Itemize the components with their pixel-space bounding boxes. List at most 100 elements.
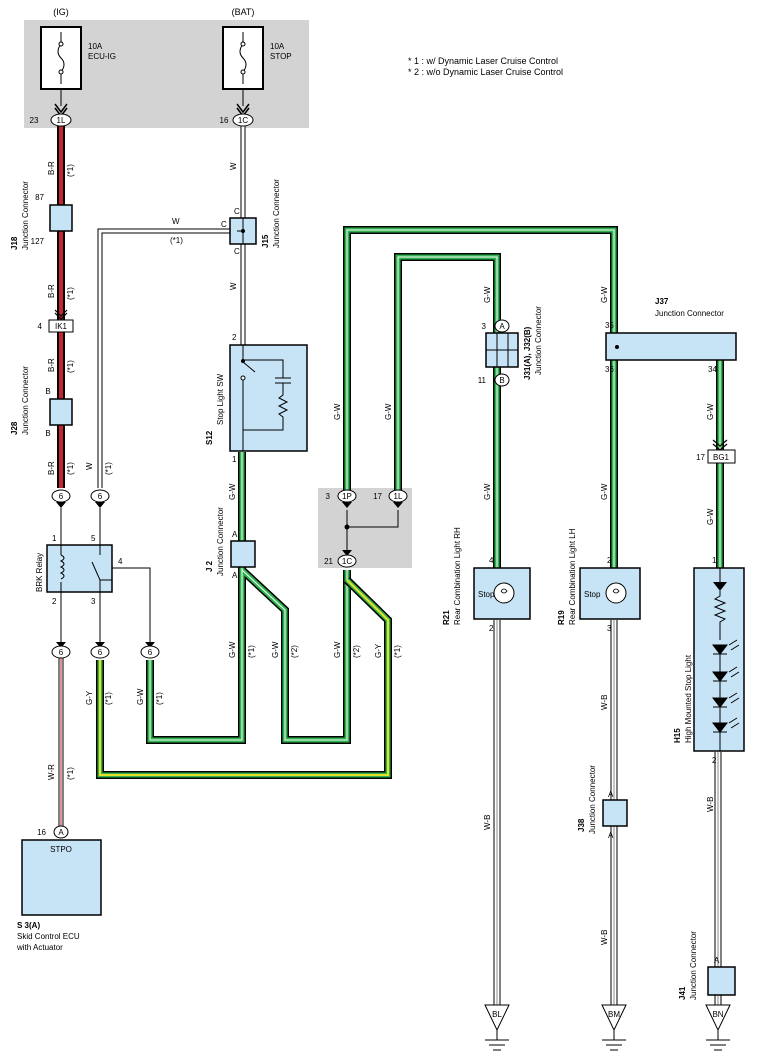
svg-text:J31(A), J32(B): J31(A), J32(B) [523, 326, 532, 380]
svg-text:3: 3 [482, 322, 487, 331]
svg-text:G-W: G-W [136, 688, 145, 705]
svg-text:A: A [608, 790, 614, 799]
connector-bg1: 17 BG1 [696, 439, 736, 464]
svg-text:87: 87 [35, 193, 44, 202]
svg-text:G-W: G-W [333, 403, 342, 420]
svg-text:3: 3 [91, 597, 96, 606]
svg-text:6: 6 [98, 648, 103, 657]
wire-labels-right: G-W G-W G-W G-W G-W G-W W-B W-B W-B W-B [483, 286, 715, 945]
svg-text:J28: J28 [10, 421, 19, 435]
svg-text:1P: 1P [342, 492, 352, 501]
svg-text:10A: 10A [270, 42, 285, 51]
svg-text:G-W: G-W [706, 508, 715, 525]
svg-text:B: B [45, 387, 50, 396]
svg-text:1C: 1C [238, 116, 248, 125]
svg-text:G-W: G-W [228, 641, 237, 658]
wire-labels-lower-left: G-Y (*1) G-W (*1) [85, 688, 164, 705]
svg-text:J41: J41 [678, 986, 687, 1000]
svg-text:B-R: B-R [47, 358, 56, 372]
svg-text:G-W: G-W [600, 483, 609, 500]
svg-text:10A: 10A [88, 42, 103, 51]
svg-text:Skid Control ECU: Skid Control ECU [17, 932, 80, 941]
svg-text:35: 35 [605, 321, 614, 330]
svg-text:(*1): (*1) [66, 360, 75, 373]
wire-w-b [493, 620, 722, 1005]
svg-text:36: 36 [605, 365, 614, 374]
svg-text:1L: 1L [394, 492, 403, 501]
connectors-6-top: 6 6 [51, 489, 110, 508]
svg-text:21: 21 [324, 557, 333, 566]
connector-ik1: IK1 4 [38, 309, 74, 333]
svg-text:B-R: B-R [47, 461, 56, 475]
junction-j41: A J41 Junction Connector [678, 931, 736, 1000]
svg-text:(*1): (*1) [393, 645, 402, 658]
svg-text:5: 5 [91, 534, 96, 543]
svg-text:11: 11 [478, 376, 487, 385]
junction-j37: J37 Junction Connector 35 36 34 [605, 297, 737, 374]
svg-text:4: 4 [38, 322, 43, 331]
wires [57, 126, 724, 1005]
wire-labels-col2-low: G-W (*1) G-W (*2) G-W (*2) G-Y (*1) G-W … [228, 403, 402, 658]
high-mounted-stop-light: 1 2 H15 High Mounted Stop Light [673, 556, 745, 765]
svg-text:W: W [229, 282, 238, 290]
svg-text:A: A [232, 530, 238, 539]
svg-text:G-Y: G-Y [85, 690, 94, 705]
svg-text:A: A [58, 828, 64, 837]
svg-text:6: 6 [98, 492, 103, 501]
svg-text:BRK Relay: BRK Relay [35, 553, 44, 592]
svg-text:W-B: W-B [600, 695, 609, 710]
svg-text:16: 16 [220, 116, 229, 125]
svg-text:BM: BM [608, 1010, 620, 1019]
junction-j2: A A J 2 Junction Connector [205, 507, 256, 580]
svg-text:B: B [45, 429, 50, 438]
svg-text:S 3(A): S 3(A) [17, 921, 40, 930]
svg-text:BN: BN [712, 1010, 723, 1019]
rear-light-rh: 4 Stop 2 R21 Rear Combination Light RH [442, 527, 531, 633]
svg-text:S12: S12 [205, 430, 214, 445]
svg-text:IK1: IK1 [55, 322, 68, 331]
svg-text:Junction Connector: Junction Connector [534, 306, 543, 375]
svg-text:B: B [499, 376, 504, 385]
fuse-stop: (BAT) 10A STOP 16 1C [220, 7, 292, 127]
svg-text:6: 6 [59, 492, 64, 501]
svg-text:Junction Connector: Junction Connector [21, 181, 30, 250]
svg-text:BG1: BG1 [713, 453, 730, 462]
svg-text:(*1): (*1) [66, 767, 75, 780]
svg-text:2: 2 [52, 597, 57, 606]
svg-text:2: 2 [232, 333, 237, 342]
svg-text:J15: J15 [261, 234, 270, 248]
svg-text:(*1): (*1) [170, 236, 183, 245]
wire-labels-left: B-R (*1) B-R (*1) B-R (*1) B-R (*1) W (*… [47, 161, 113, 780]
svg-text:J38: J38 [577, 818, 586, 832]
svg-text:R19: R19 [557, 610, 566, 625]
svg-text:Junction Connector: Junction Connector [588, 765, 597, 834]
svg-text:(*1): (*1) [104, 692, 113, 705]
svg-text:(*1): (*1) [155, 692, 164, 705]
svg-text:Junction Connector: Junction Connector [655, 309, 724, 318]
junction-block-center: 3 1P 17 1L 21 1C [324, 489, 408, 568]
svg-text:Junction Connector: Junction Connector [272, 179, 281, 248]
svg-text:1L: 1L [57, 116, 66, 125]
junction-j15: C C C J15 Junction Connector [221, 179, 281, 256]
junction-j18: 87 127 J18 Junction Connector [10, 181, 73, 250]
svg-text:(*1): (*1) [66, 462, 75, 475]
brk-relay: 1 2 5 3 4 BRK Relay [35, 534, 123, 606]
ground-bn: BN [705, 1004, 731, 1051]
svg-text:4: 4 [118, 557, 123, 566]
svg-text:23: 23 [30, 116, 39, 125]
svg-text:(IG): (IG) [53, 7, 69, 17]
svg-text:Junction Connector: Junction Connector [216, 507, 225, 576]
wire-labels-col2-mid: G-W [228, 483, 237, 500]
fuse-ecu-ig: (IG) 10A ECU-IG 23 1L [30, 7, 116, 127]
svg-text:ECU-IG: ECU-IG [88, 52, 116, 61]
svg-text:Stop Light SW: Stop Light SW [216, 373, 225, 425]
svg-text:3: 3 [607, 624, 612, 633]
svg-text:Rear Combination Light LH: Rear Combination Light LH [568, 528, 577, 625]
svg-text:6: 6 [59, 648, 64, 657]
svg-text:16: 16 [37, 828, 46, 837]
svg-text:G-W: G-W [384, 403, 393, 420]
svg-text:A: A [714, 956, 720, 965]
svg-text:1: 1 [712, 556, 717, 565]
svg-text:(*1): (*1) [247, 645, 256, 658]
svg-text:B-R: B-R [47, 161, 56, 175]
